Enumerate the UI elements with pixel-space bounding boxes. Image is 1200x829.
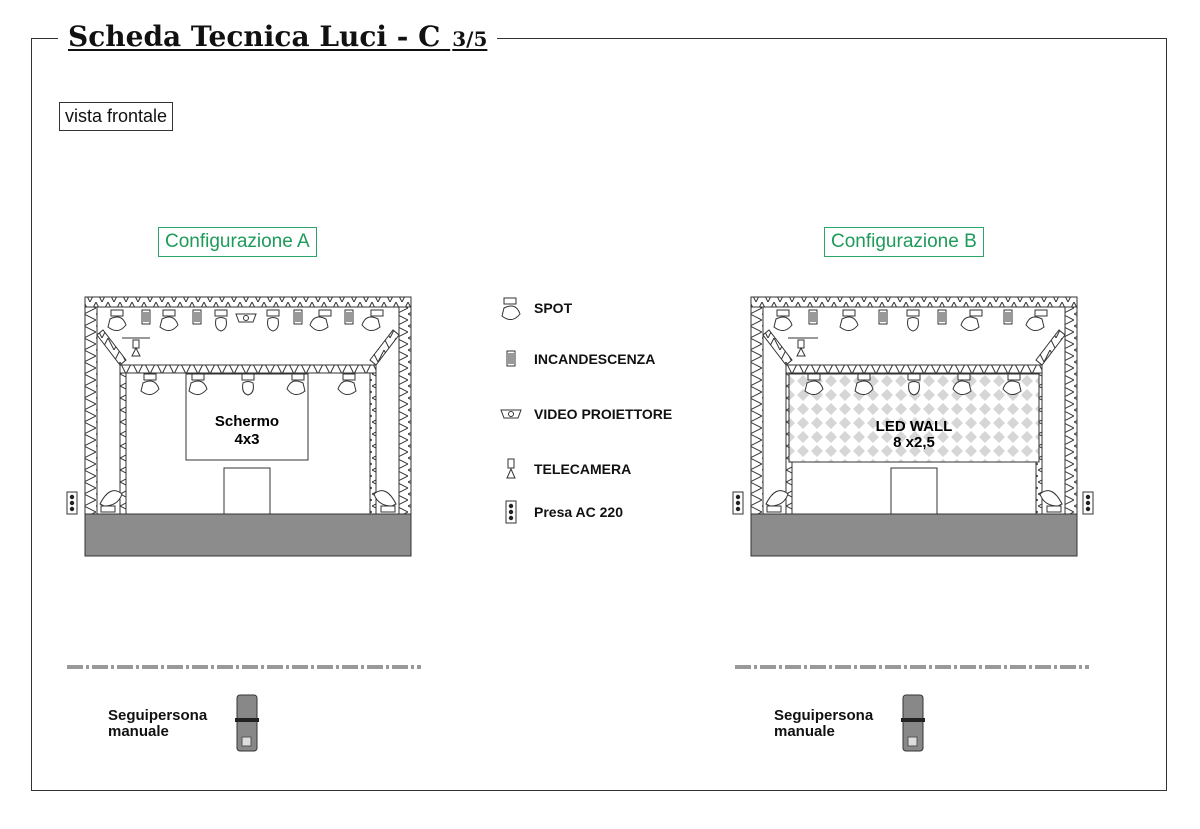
left-diagonal-truss [762,329,793,366]
power-outlet-icon [66,491,78,515]
legend-item-spot: SPOT [500,296,572,320]
spot-icon [309,309,332,331]
video-projector-icon [500,409,522,419]
camera-icon [788,337,818,357]
floor-spot-icon [99,490,123,513]
led-wall-label-line1: LED WALL [876,418,953,435]
legend-label-power-outlet: Presa AC 220 [534,504,623,520]
spot-icon [140,373,160,395]
followspot-label-line1: Seguipersona [774,707,874,724]
spot-icon [107,309,127,331]
inner-truss [785,364,1043,374]
spot-icon [960,309,983,331]
legend-label-camera: TELECAMERA [534,461,632,477]
incandescent-icon [1003,309,1013,325]
spot-icon [214,309,228,332]
left-truss-column [750,306,764,515]
spot-icon [501,297,521,320]
stage-platform [750,513,1078,557]
followspot-label-a: Seguipersona manuale [108,708,207,740]
floor-spot-icon [1039,490,1063,513]
followspot-icon [235,694,259,752]
legend-label-video-projector: VIDEO PROIETTORE [534,406,673,422]
spot-icon [266,309,280,332]
incandescent-icon [192,309,202,325]
followspot-label-line2: manuale [774,723,835,740]
spot-icon [337,373,357,395]
page-number: 3/5 [452,27,488,51]
spot-icon [854,373,874,395]
led-wall-label-line2: 8 x2,5 [893,434,935,451]
stage-a-diagram: Schermo 4x3 [66,296,412,557]
audience-line-b [735,665,1089,669]
followspot-icon [901,694,925,752]
incandescent-icon [878,309,888,325]
right-truss-column [398,306,412,515]
screen-label-line2: 4x3 [234,431,259,448]
stage-door [890,467,938,515]
legend-item-incandescent: INCANDESCENZA [500,347,655,371]
spot-icon [361,309,384,331]
video-projector-icon [235,313,257,323]
incandescent-icon [293,309,303,325]
incandescent-icon [344,309,354,325]
top-truss [750,296,1078,308]
power-outlet-icon [505,500,517,524]
spot-icon [907,373,921,396]
followspot-label-b: Seguipersona manuale [774,708,873,740]
incandescent-icon [141,309,151,325]
incandescent-icon [937,309,947,325]
followspot-label-line1: Seguipersona [108,707,208,724]
stage-platform [84,513,412,557]
incandescent-icon [506,350,516,367]
audience-line-a [67,665,421,669]
right-truss-column [1064,306,1078,515]
spot-icon [804,373,824,395]
legend-item-camera: TELECAMERA [500,457,631,481]
config-b-label: Configurazione B [824,227,984,257]
screen-label-line1: Schermo [215,413,279,430]
inner-truss [119,364,377,374]
followspot-label-line2: manuale [108,723,169,740]
spot-icon [286,373,306,395]
power-outlet-icon [732,491,744,515]
spot-icon [1025,309,1048,331]
spot-icon [241,373,255,396]
view-label: vista frontale [59,102,174,131]
incandescent-icon [808,309,818,325]
top-truss [84,296,412,308]
right-diagonal-truss [369,329,400,366]
spot-icon [1002,373,1022,395]
sheet-frame [31,38,1167,791]
spot-icon [906,309,920,332]
spot-icon [952,373,972,395]
spot-icon [839,309,859,331]
legend-item-video-projector: VIDEO PROIETTORE [500,402,672,426]
legend-item-power-outlet: Presa AC 220 [500,500,623,524]
spot-icon [188,373,208,395]
config-a-label: Configurazione A [158,227,317,257]
legend-label-spot: SPOT [534,300,573,316]
page-title-text: Scheda Tecnica Luci - C [68,20,441,53]
floor-spot-icon [373,490,397,513]
floor-spot-icon [765,490,789,513]
camera-icon [506,458,516,479]
power-outlet-icon [1082,491,1094,515]
stage-b-diagram: LED WALL 8 x2,5 [732,296,1094,557]
camera-icon [122,337,150,357]
left-diagonal-truss [96,329,127,366]
spot-icon [159,309,179,331]
spot-icon [773,309,793,331]
legend-label-incandescent: INCANDESCENZA [534,351,656,367]
stage-door [223,467,271,515]
left-truss-column [84,306,98,515]
right-diagonal-truss [1035,329,1066,366]
page-title: Scheda Tecnica Luci - C 3/5 [58,20,498,56]
